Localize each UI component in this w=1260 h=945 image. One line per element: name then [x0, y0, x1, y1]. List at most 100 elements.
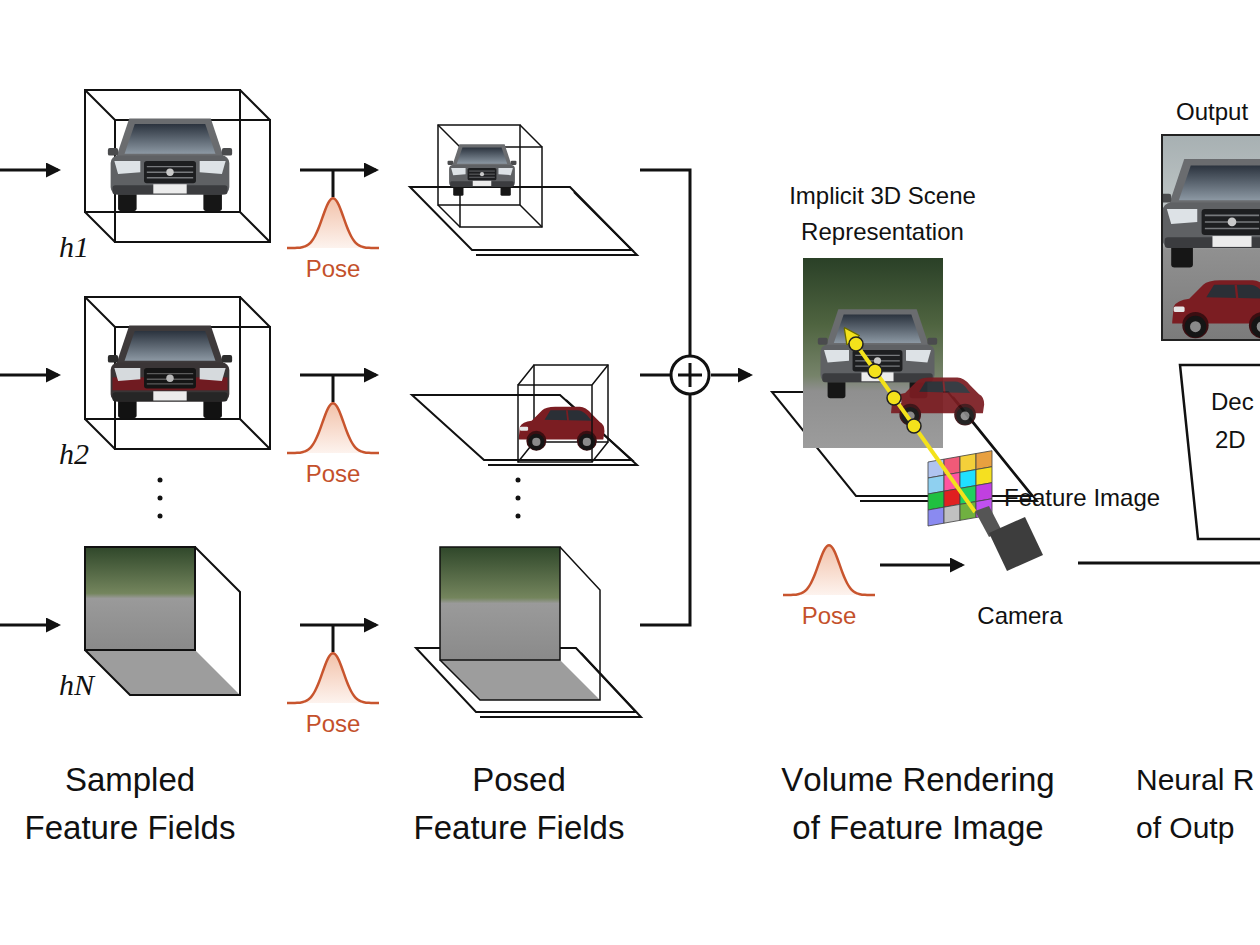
- pose-arrows: [332, 375, 335, 402]
- pose-distribution: Pose: [783, 537, 877, 633]
- gaussian-curve: [783, 545, 875, 595]
- node-label: Pose: [783, 601, 875, 631]
- camera-ray: [868, 364, 882, 378]
- pose-distribution: Pose: [287, 190, 381, 286]
- posed-field-2: [412, 365, 637, 465]
- ellipsis-dots: [516, 478, 521, 483]
- posed-field-2: [488, 400, 637, 465]
- sum-bracket: [640, 170, 750, 625]
- stage-caption: Sampled Feature Fields: [23, 756, 237, 852]
- posed-field-1: [438, 125, 520, 205]
- camera-ray: [846, 330, 975, 512]
- feature-grid: [944, 504, 960, 523]
- camera-icon: Camera: [965, 505, 1077, 636]
- stage-caption: Volume Rendering of Feature Image: [768, 756, 1068, 852]
- posed-field-n: [440, 547, 600, 700]
- posed-field-n: [440, 547, 560, 660]
- posed-field-2: [518, 365, 608, 462]
- scene-picture: [891, 378, 984, 426]
- feature-grid: [928, 507, 944, 526]
- output-picture: [1172, 280, 1260, 338]
- node-outline: [85, 90, 270, 242]
- pose-arrows: [300, 374, 376, 377]
- posed-field-1: [410, 125, 637, 255]
- node-label: 2D: [1215, 422, 1246, 458]
- output-picture: [1159, 135, 1260, 340]
- ellipsis-dots: [158, 478, 163, 483]
- scene-representation: Implicit 3D Scene Representation: [765, 178, 1002, 453]
- output-picture: [1162, 135, 1260, 340]
- node-label: Output: [1176, 94, 1248, 130]
- output-image: Output: [1160, 90, 1260, 342]
- gaussian-fill: [287, 653, 379, 703]
- posed-field-2: [518, 365, 608, 462]
- cube-edge: [85, 90, 270, 242]
- camera-ray: [849, 337, 863, 351]
- sum-bracket: [671, 356, 709, 394]
- ellipsis-dots: [516, 496, 521, 501]
- gaussian-fill: [783, 545, 875, 595]
- sum-bracket: [711, 374, 750, 377]
- cube-edge: [85, 90, 240, 212]
- sum-bracket: [678, 363, 702, 387]
- node-label: Dec: [1211, 384, 1254, 420]
- camera-ray: [849, 337, 921, 433]
- node-label: Feature Image: [1004, 480, 1160, 516]
- pose-arrows: [332, 625, 335, 652]
- camera-ray: [846, 330, 975, 512]
- gaussian-curve: [287, 403, 379, 453]
- ellipsis-dots: [516, 514, 521, 519]
- input-arrows: [0, 170, 58, 625]
- gaussian-fill: [287, 198, 379, 248]
- scene-picture: [772, 258, 1037, 501]
- posed-field-1: [476, 192, 637, 255]
- sum-bracket: [640, 170, 690, 625]
- pose-arrows: [300, 169, 376, 172]
- pose-distribution: Pose: [287, 645, 381, 741]
- posed-field-n: [440, 547, 560, 660]
- feature-grid: [960, 470, 976, 489]
- scene-picture: [803, 258, 943, 448]
- posed-field-1: [448, 144, 517, 195]
- cube-edge: [85, 297, 240, 419]
- posed-field-n: [440, 547, 600, 700]
- connector-arrow: [880, 564, 962, 567]
- camera-body: [989, 517, 1043, 571]
- posed-field-n: [440, 660, 600, 700]
- posed-field-1: [410, 187, 632, 250]
- field-symbol: h1: [59, 230, 89, 264]
- feature-grid: [928, 475, 944, 494]
- gaussian-fill: [287, 403, 379, 453]
- stage-caption: Posed Feature Fields: [412, 756, 626, 852]
- pose-arrows: [300, 624, 376, 627]
- input-arrows: [0, 624, 58, 627]
- feature-grid: [928, 491, 944, 510]
- feature-grid: [960, 454, 976, 473]
- cube-edge: [85, 297, 270, 449]
- posed-field-n: [416, 547, 641, 717]
- node-outline: [85, 297, 270, 449]
- posed-field-1: [438, 125, 542, 227]
- box-edge: [85, 547, 195, 650]
- feature-field-box: h1: [55, 85, 277, 267]
- node-label: Pose: [287, 459, 379, 489]
- stage-caption: Neural R of Outp: [1136, 756, 1260, 852]
- background-picture: [85, 547, 195, 650]
- input-arrows: [0, 169, 58, 172]
- car-picture: [108, 325, 232, 418]
- gaussian-curve: [287, 653, 379, 703]
- camera-ray: [887, 391, 901, 405]
- decoder-outline: [1180, 365, 1260, 539]
- output-picture: [1162, 135, 1260, 340]
- node-label: Pose: [287, 254, 379, 284]
- input-arrows: [0, 374, 58, 377]
- posed-field-1: [438, 125, 542, 227]
- output-picture: [1162, 159, 1260, 268]
- gaussian-curve: [287, 198, 379, 248]
- ellipsis-dots: [158, 496, 163, 501]
- car-picture: [108, 118, 232, 211]
- posed-field-2: [412, 395, 632, 460]
- feature-grid: [976, 467, 992, 486]
- field-symbol: hN: [59, 668, 94, 702]
